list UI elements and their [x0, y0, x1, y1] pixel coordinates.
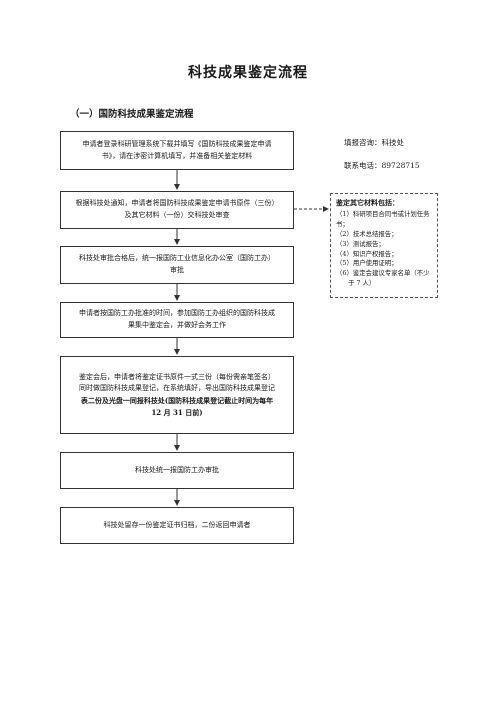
- step-2-box: 根据科技处通知，申请者将国防科技成果鉴定申请书原件（三份） 及其它材料（一份）交…: [60, 191, 294, 229]
- step-line: 科技处统一报国防工办审批: [135, 465, 219, 474]
- step-7-box: 科技处留存一份鉴定证书归档，二份返回申请者: [60, 507, 294, 544]
- step-line: 及其它材料（一份）交科技处审查: [124, 211, 230, 219]
- phone-contact: 联系电话：89728715: [344, 161, 420, 170]
- step-line: 表二份及光盘一同报科技处(国防科技成果登记截止时间为每年: [80, 396, 274, 405]
- step-3-box: 科技处审批合格后，统一报国防工业信息化办公室（国防工办） 审批: [60, 246, 294, 284]
- step-line: 果集中鉴定会，并做好会务工作: [128, 321, 226, 329]
- consult-contact: 填报咨询：科技处: [344, 138, 404, 147]
- step-line: 申请者登录科研管理系统下载并填写《国防科技成果鉴定申请: [82, 139, 272, 148]
- step-line: 鉴定会后，申请者将鉴定证书原件一式三份（每份需亲笔签名）: [79, 372, 275, 381]
- materials-item: （3）测试报告；: [336, 239, 385, 248]
- materials-box: 鉴定其它材料包括： （1）科研项目合同书或计划任务书； （2）技术总结报告； （…: [330, 193, 438, 298]
- step-line: 12 月 31 日前): [151, 407, 203, 417]
- step-line: 书》，请在涉密计算机填写，并准备相关鉴定材料: [101, 151, 253, 160]
- materials-item: 于 7 人）: [348, 279, 376, 288]
- step-line: 科技处留存一份鉴定证书归档，二份返回申请者: [103, 520, 251, 529]
- materials-item: （1）科研项目合同书或计划任务书；: [336, 209, 430, 228]
- materials-item: （6）鉴定会建议专家名单（不少: [336, 269, 430, 278]
- materials-item: （4）知识产权报告；: [336, 249, 398, 258]
- section-subtitle: （一）国防科技成果鉴定流程: [70, 109, 194, 120]
- materials-title: 鉴定其它材料包括：: [336, 198, 399, 207]
- step-6-box: 科技处统一报国防工办审批: [60, 452, 294, 489]
- step-1-box: 申请者登录科研管理系统下载并填写《国防科技成果鉴定申请 书》，请在涉密计算机填写…: [60, 131, 294, 170]
- materials-item: （2）技术总结报告；: [336, 229, 398, 238]
- step-line: 根据科技处通知，申请者将国防科技成果鉴定申请书原件（三份）: [75, 199, 279, 208]
- step-5-box: 鉴定会后，申请者将鉴定证书原件一式三份（每份需亲笔签名） 同时做国防科技成果登记…: [60, 356, 294, 434]
- step-line: 申请者按国防工办批准的时间，参加国防工办组织的国防科技成: [79, 309, 275, 318]
- step-line: 同时做国防科技成果登记，在系统填好，导出国防科技成果登记: [79, 384, 275, 393]
- materials-item: （5）用户使用证明；: [336, 259, 398, 268]
- step-line: 科技处审批合格后，统一报国防工业信息化办公室（国防工办）: [79, 254, 275, 263]
- step-4-box: 申请者按国防工办批准的时间，参加国防工办组织的国防科技成 果集中鉴定会，并做好会…: [60, 302, 294, 338]
- page-title: 科技成果鉴定流程: [188, 65, 308, 81]
- step-line: 审批: [170, 266, 184, 274]
